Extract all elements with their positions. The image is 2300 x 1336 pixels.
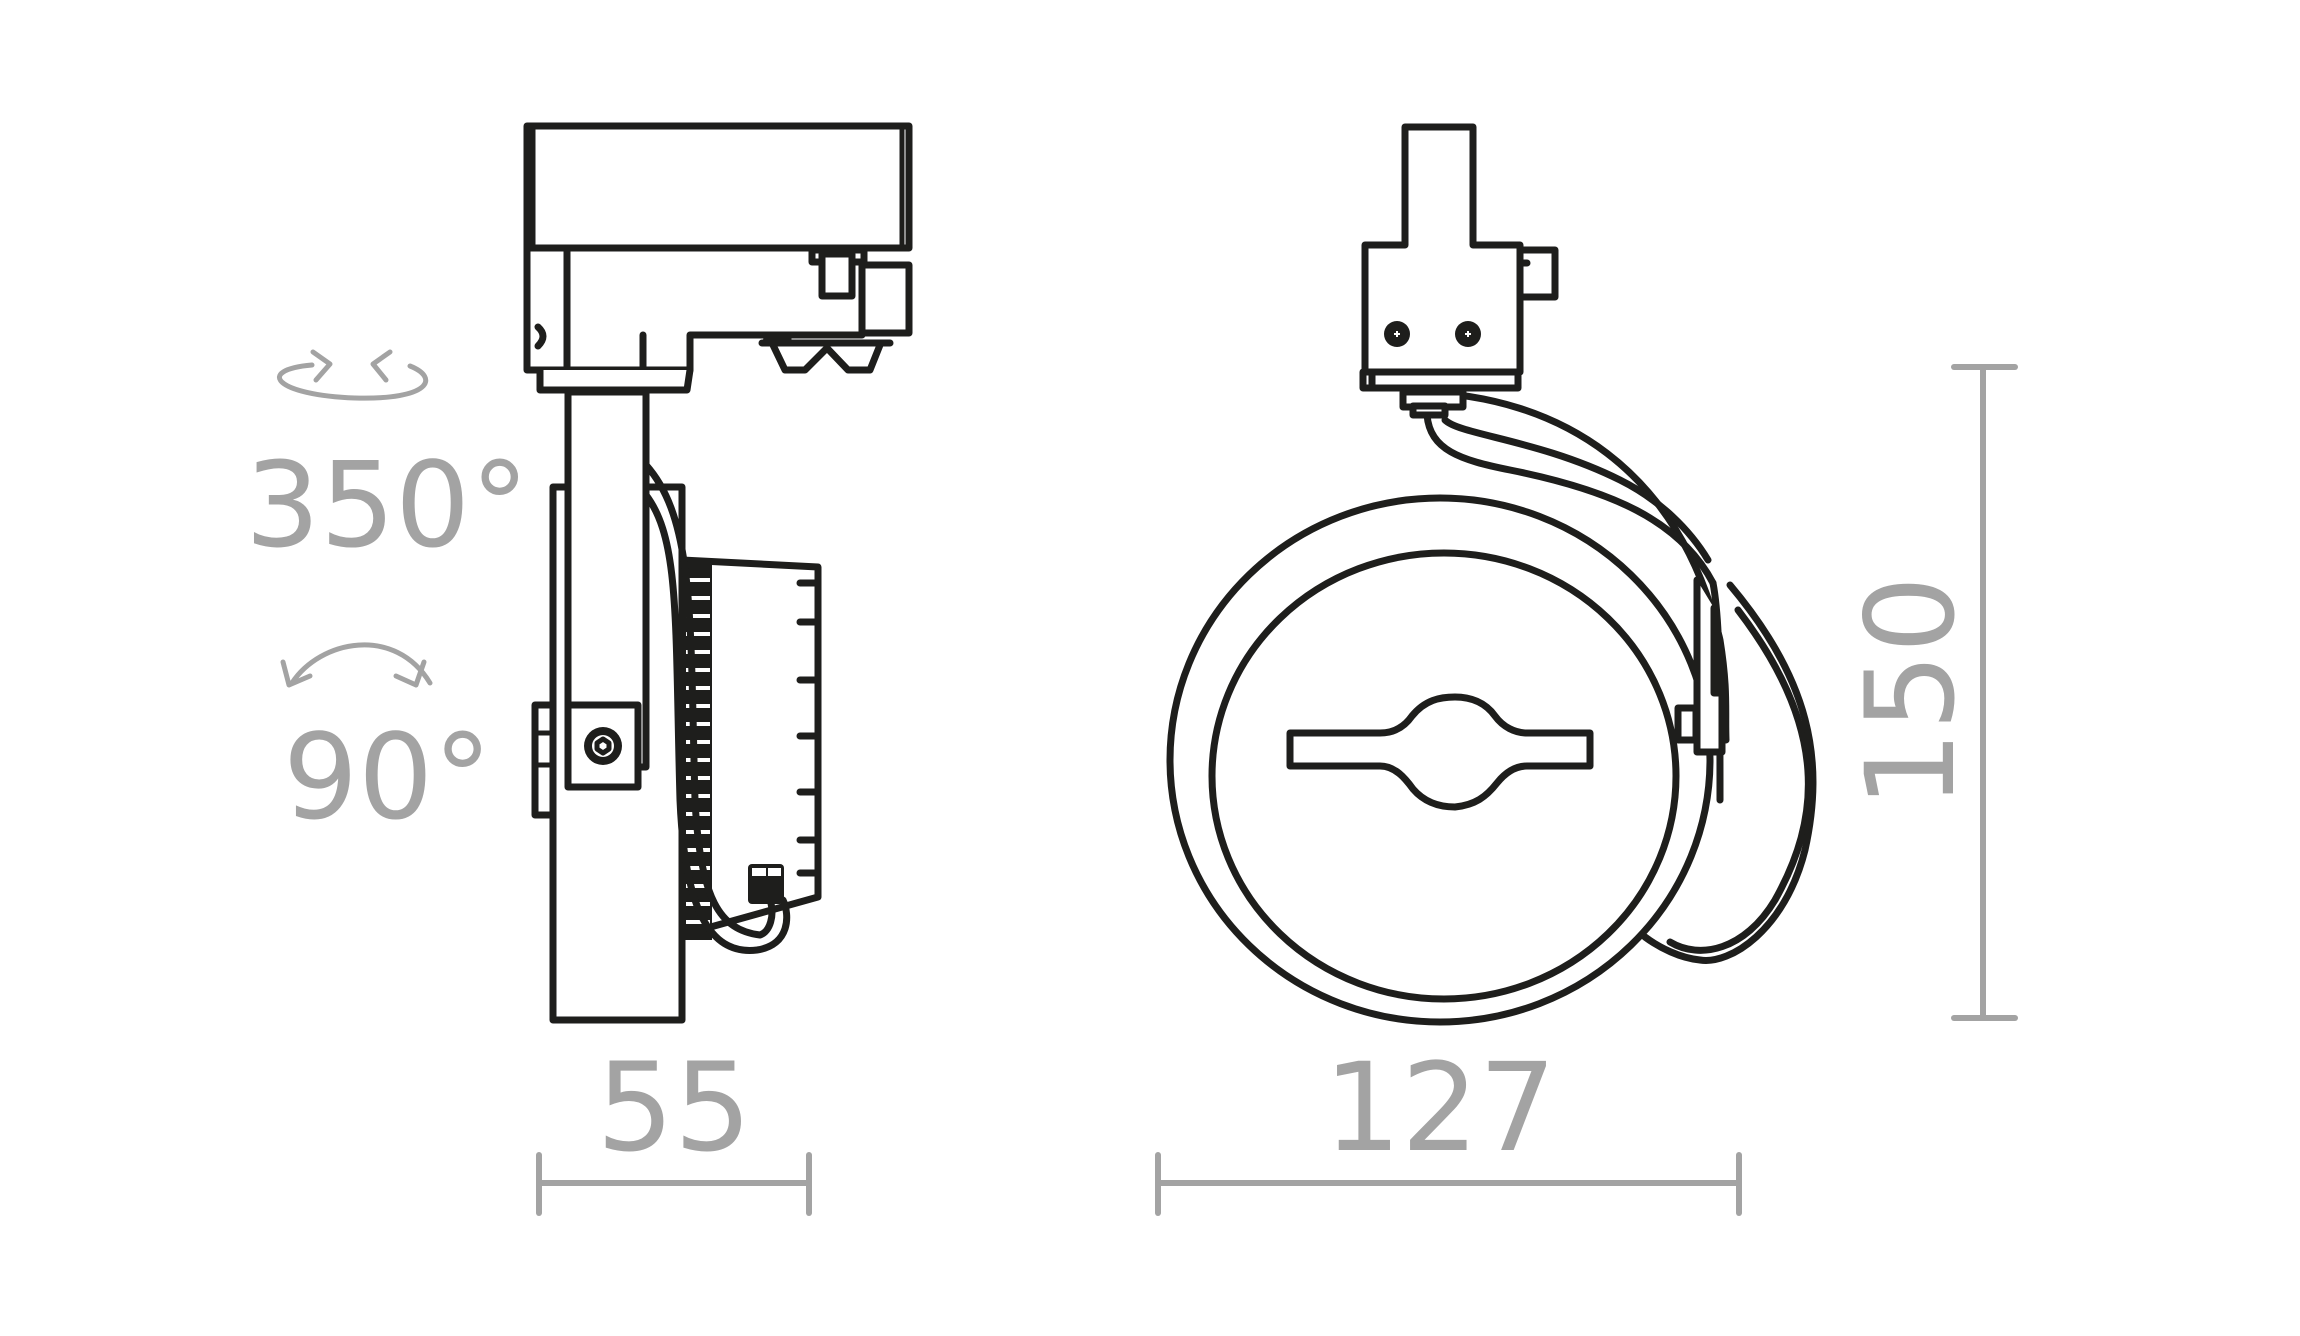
width-127-label: 127 [1324, 1037, 1557, 1179]
dimension-127 [1155, 1152, 1742, 1216]
track-adapter-housing [523, 122, 913, 252]
adjustment-slot [1286, 693, 1594, 811]
contact-springs [769, 341, 884, 374]
side-view [523, 122, 913, 1024]
adapter-connector [858, 261, 913, 337]
track-adapter-body [523, 244, 866, 374]
height-150-label: 150 [1840, 576, 1982, 809]
yoke-loop-outer [1666, 606, 1812, 954]
tilt-90-label: 90° [283, 708, 492, 846]
dimension-150 [1951, 364, 2018, 1021]
cable [642, 461, 776, 939]
tilt-knob [531, 701, 557, 819]
rotation-350-label: 350° [245, 436, 529, 574]
dimension-55 [536, 1152, 812, 1216]
front-view [1166, 123, 1817, 1026]
tilt-arc-icon [280, 642, 433, 688]
adapter-base [1359, 368, 1522, 392]
width-55-label: 55 [596, 1037, 751, 1179]
adapter-base-plate [536, 366, 694, 394]
adapter-clip [1516, 246, 1559, 301]
horizontal-rotation-icon [277, 349, 429, 401]
